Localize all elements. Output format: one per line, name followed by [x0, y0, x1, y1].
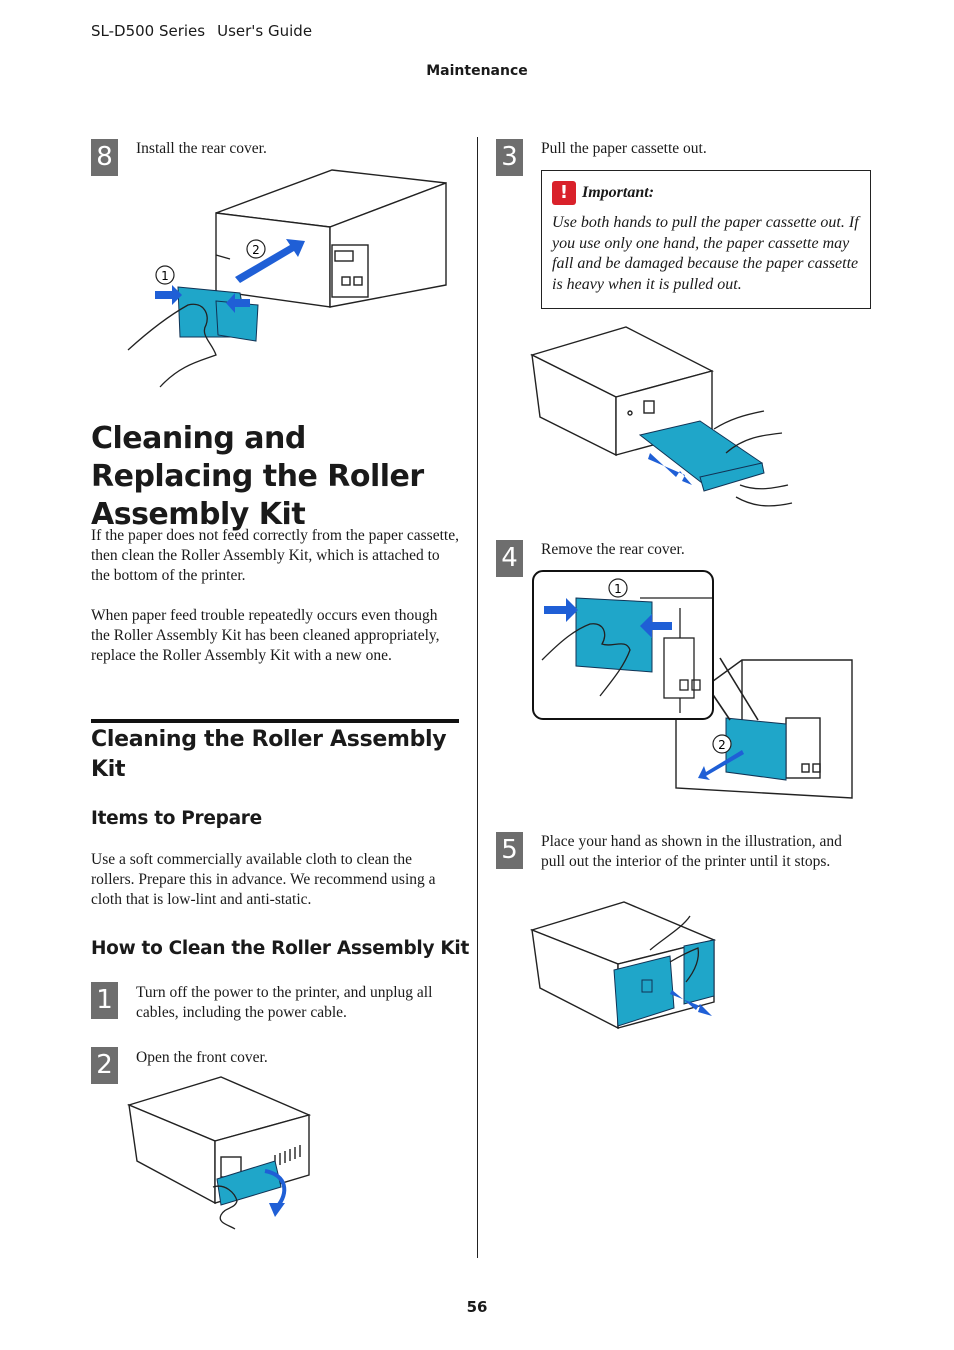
section-title: Cleaning the Roller Assembly Kit [91, 719, 459, 785]
pull-interior-illustration [529, 901, 717, 1030]
step-3-number: 3 [496, 139, 523, 176]
install-rear-cover-illustration: 2 1 [127, 169, 447, 388]
running-header: SL-D500 Series User's Guide [91, 22, 312, 40]
callout-2: 2 [252, 243, 260, 257]
remove-rear-cover-illustration: 2 1 [532, 570, 853, 799]
callout-1-step4: 1 [614, 582, 622, 596]
header-series: SL-D500 Series [91, 22, 206, 40]
warning-icon: ! [552, 181, 576, 205]
step-4-number: 4 [496, 540, 523, 577]
header-guide: User's Guide [217, 22, 313, 40]
important-text: Use both hands to pull the paper cassett… [552, 214, 859, 293]
step-5-text: Place your hand as shown in the illustra… [541, 833, 842, 870]
intro-paragraph-2: When paper feed trouble repeatedly occur… [91, 607, 440, 664]
step-4-text: Remove the rear cover. [541, 541, 685, 558]
step-2-number: 2 [91, 1047, 118, 1084]
important-header: ! Important: [552, 181, 654, 205]
page-number: 56 [466, 1298, 488, 1316]
column-divider [477, 137, 478, 1258]
step-8-text: Install the rear cover. [136, 140, 267, 157]
section-header: Maintenance [426, 63, 528, 79]
step-8-number: 8 [91, 139, 118, 176]
open-front-cover-illustration [126, 1076, 312, 1230]
how-to-clean-heading: How to Clean the Roller Assembly Kit [91, 938, 469, 959]
items-to-prepare-text: Use a soft commercially available cloth … [91, 851, 436, 908]
step-1-number: 1 [91, 982, 118, 1019]
step-3-text: Pull the paper cassette out. [541, 140, 707, 157]
callout-1: 1 [161, 269, 169, 283]
callout-2-step4: 2 [718, 738, 726, 752]
items-to-prepare-heading: Items to Prepare [91, 808, 262, 829]
pull-cassette-illustration [530, 326, 793, 507]
chapter-title: Cleaning and Replacing the Roller Assemb… [91, 421, 424, 532]
intro-paragraph-1: If the paper does not feed correctly fro… [91, 527, 459, 584]
step-1-text: Turn off the power to the printer, and u… [136, 984, 433, 1021]
important-title: Important: [582, 184, 655, 201]
important-notice: ! Important: Use both hands to pull the … [541, 170, 871, 309]
step-2-text: Open the front cover. [136, 1049, 268, 1066]
step-5-number: 5 [496, 832, 523, 869]
